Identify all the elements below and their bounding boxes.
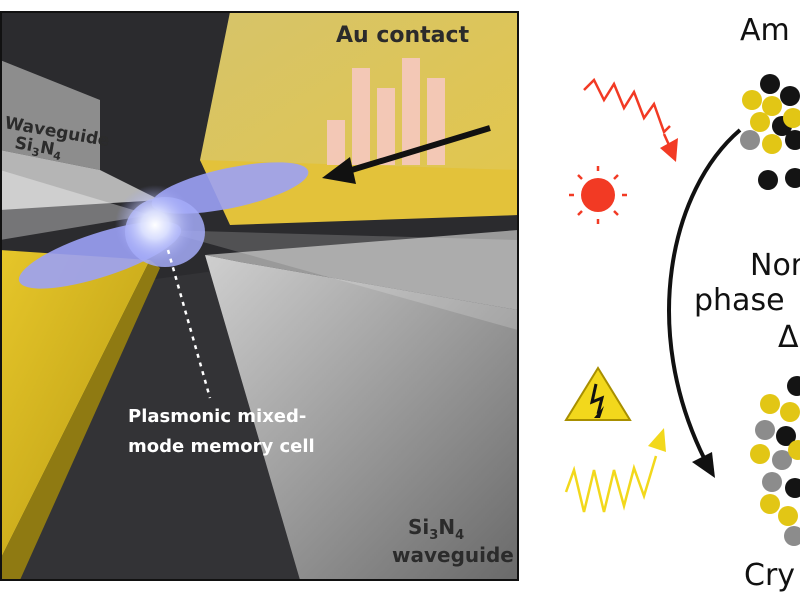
pulse-bar (377, 88, 395, 165)
cell-leader-line (166, 249, 212, 399)
electric-hazard-icon (564, 366, 632, 421)
waveguide-br-label: waveguide (392, 543, 514, 567)
pulse-bar (352, 68, 370, 165)
red-light-wave-icon (583, 77, 678, 162)
au-contact-bottom (0, 250, 150, 560)
waveguide-tl-face (0, 60, 100, 170)
light-beam-left (0, 170, 150, 240)
au-contact-label: Au contact (336, 23, 470, 48)
crystalline-label: Cry (744, 558, 795, 593)
memory-cell-label-line1: Plasmonic mixed- (128, 406, 306, 427)
phase-transition-arrow (667, 128, 742, 478)
yellow-electrical-wave-icon (564, 428, 666, 513)
sun-icon (569, 166, 627, 224)
pulse-bar (427, 78, 445, 165)
au-contact-bottom-edge (0, 260, 160, 580)
device-schematic-panel: Au contact Waveguide Si3N4 Plasmonic mix… (0, 12, 518, 580)
transition-label-line2: phase (694, 283, 785, 318)
pulse-direction-arrow (322, 125, 491, 184)
crystalline-atom-cluster (750, 376, 800, 546)
amorphous-atom-cluster (740, 74, 800, 190)
transition-label-line3: Δ (778, 320, 799, 355)
pulse-bar (402, 58, 420, 165)
pulse-bar (327, 120, 345, 165)
memory-cell-label-line2: mode memory cell (128, 436, 315, 457)
waveguide-br-material: Si3N4 (408, 515, 464, 543)
amorphous-label: Am (740, 13, 790, 48)
waveguide-br-face (205, 255, 518, 580)
waveguide-br-top (205, 230, 518, 310)
panel-border (0, 11, 519, 581)
waveguide-tl-material: Si3N4 (13, 133, 64, 163)
plasmonic-mode-right (151, 162, 309, 214)
transition-label-line1: Nor (750, 248, 800, 283)
memory-cell-glow (115, 185, 195, 265)
light-beam-right (160, 230, 518, 330)
waveguide-tl-side (0, 150, 160, 210)
phase-transition-panel: Am Nor phase Δ Cry (564, 13, 800, 593)
